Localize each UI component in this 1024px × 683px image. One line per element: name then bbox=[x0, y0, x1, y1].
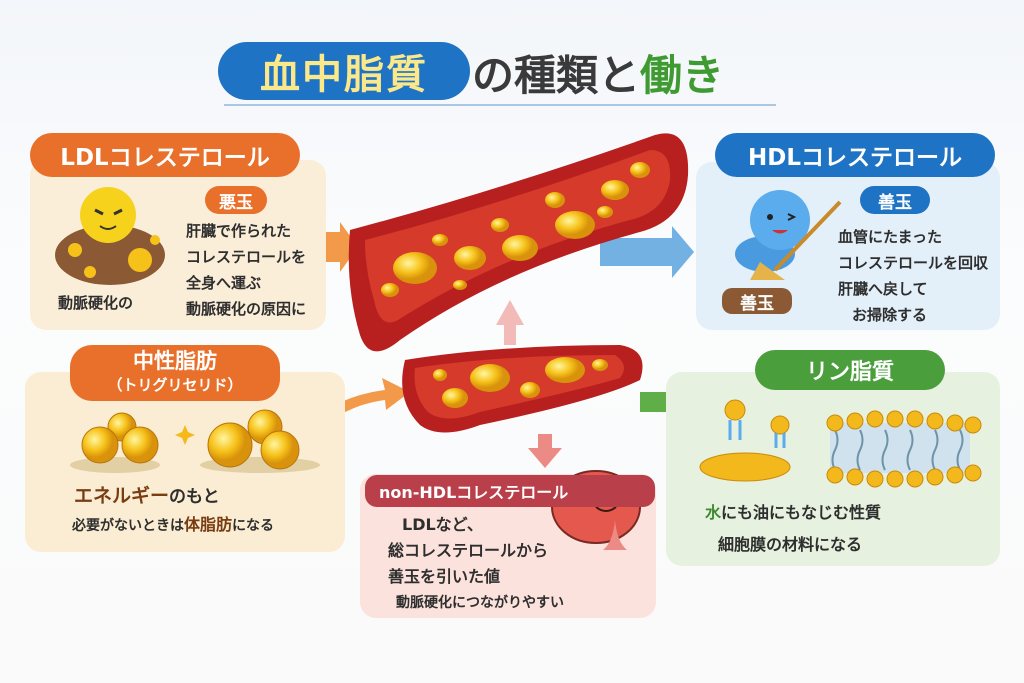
ldl-badge: 悪玉 bbox=[205, 186, 267, 214]
arrow-down-to-nonhdl bbox=[528, 434, 562, 468]
ldl-character-icon bbox=[55, 187, 165, 285]
hdl-caption: 善玉 bbox=[722, 288, 792, 314]
hdl-line: 肝臓へ戻して bbox=[838, 280, 928, 298]
lower-blood-vessel bbox=[402, 345, 643, 433]
title-highlight: 血中脂質 bbox=[218, 42, 470, 100]
title-middle: の種類と bbox=[472, 50, 641, 100]
upper-blood-vessel bbox=[348, 133, 689, 352]
nonhdl-line: 善玉を引いた値 bbox=[388, 567, 501, 586]
triglyceride-line-2-a: 必要がないときは bbox=[72, 518, 184, 534]
cell-membrane-icon bbox=[699, 399, 982, 488]
hdl-character-icon bbox=[735, 190, 842, 280]
hdl-badge: 善玉 bbox=[860, 186, 930, 214]
triglyceride-subtitle: （トリグリセリド） bbox=[107, 376, 243, 394]
nonhdl-line: 動脈硬化につながりやすい bbox=[396, 595, 564, 611]
ldl-line: コレステロールを bbox=[186, 248, 307, 266]
phospholipid-line-1-rest: にも油にもなじむ性質 bbox=[721, 503, 882, 522]
fat-droplets-icon bbox=[70, 409, 320, 473]
triglyceride-energy: エネルギー bbox=[74, 485, 170, 507]
triglyceride-line-1-rest: のもと bbox=[169, 487, 220, 507]
title-underline bbox=[224, 104, 776, 106]
ldl-line: 全身へ運ぶ bbox=[186, 274, 262, 292]
triglyceride-line-2: 必要がないときは体脂肪になる bbox=[72, 512, 274, 539]
nonhdl-header: non-HDLコレステロール bbox=[365, 475, 655, 507]
nonhdl-line: LDLなど、 bbox=[402, 515, 483, 534]
triglyceride-title: 中性脂肪 bbox=[133, 349, 217, 373]
title-accent: 働き bbox=[640, 50, 725, 100]
triglyceride-body-fat: 体脂肪 bbox=[184, 515, 233, 534]
arrow-up-between-vessels bbox=[496, 300, 524, 345]
triglyceride-line-2-b: になる bbox=[232, 518, 275, 534]
nonhdl-line: 総コレステロールから bbox=[388, 541, 549, 560]
hdl-line: コレステロールを回収 bbox=[838, 254, 989, 272]
hdl-line: 血管にたまった bbox=[838, 228, 942, 246]
triglyceride-line-1: エネルギーのもと bbox=[74, 483, 220, 510]
hdl-description: 血管にたまった コレステロールを回収 肝臓へ戻して お掃除する bbox=[838, 224, 988, 328]
ldl-description: 肝臓で作られた コレステロールを 全身へ運ぶ 動脈硬化の原因に bbox=[186, 218, 306, 322]
title-rest: の種類と働き bbox=[472, 44, 724, 100]
ldl-caption: 動脈硬化の bbox=[58, 294, 134, 312]
phospholipid-line-1: 水にも油にもなじむ性質 bbox=[705, 500, 881, 526]
arrow-vessel-to-hdl bbox=[600, 226, 694, 278]
ldl-line: 肝臓で作られた bbox=[186, 222, 292, 240]
hdl-header: HDLコレステロール bbox=[715, 133, 995, 177]
ldl-line: 動脈硬化の原因に bbox=[186, 300, 307, 318]
triglyceride-header: 中性脂肪 （トリグリセリド） bbox=[70, 345, 280, 401]
ldl-header: LDLコレステロール bbox=[30, 133, 300, 177]
hdl-line: お掃除する bbox=[852, 306, 928, 324]
nonhdl-description: LDLなど、 総コレステロールから 善玉を引いた値 動脈硬化につながりやすい bbox=[388, 512, 564, 616]
phospholipid-water: 水 bbox=[705, 503, 722, 522]
phospholipid-line-2: 細胞膜の材料になる bbox=[718, 535, 863, 554]
phospholipid-header: リン脂質 bbox=[755, 350, 945, 390]
